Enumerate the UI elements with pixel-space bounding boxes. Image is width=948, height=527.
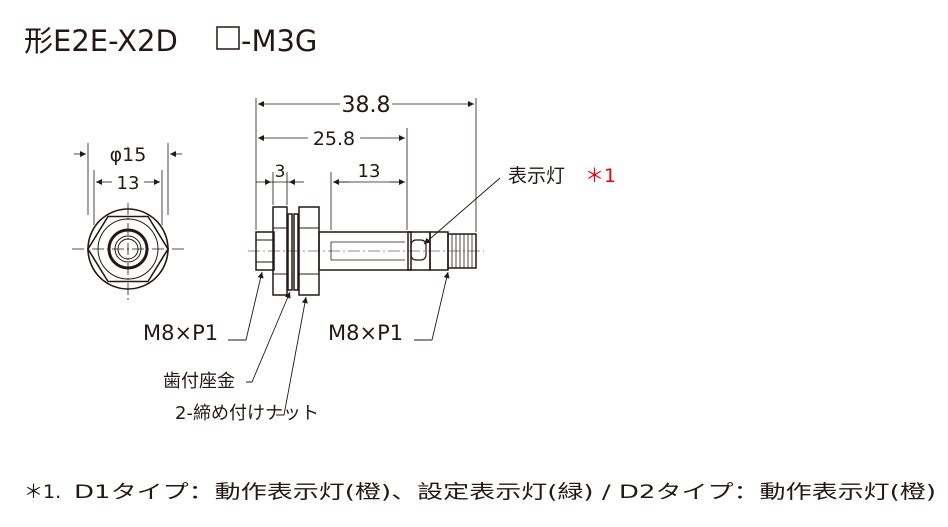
- footnote-text: D1タイプ：動作表示灯(橙)、設定表示灯(緑) / D2タイプ：動作表示灯(橙): [74, 481, 936, 503]
- callout-lock-nuts: 2-締め付けナット: [175, 403, 319, 424]
- dim-across-flats: 13: [117, 173, 140, 194]
- callouts: 表示灯 ＊1 M8×P1 M8×P1 歯付座金 2-締め付けナット: [143, 165, 616, 424]
- callout-indicator-note-mark: ＊1: [585, 165, 616, 187]
- title-model-b: -M3G: [241, 24, 317, 58]
- model-blank-box: [216, 26, 240, 50]
- dim-sensor-length: 25.8: [313, 128, 355, 150]
- front-view: φ15 13: [72, 143, 185, 300]
- hex-nut-outline: [87, 215, 169, 283]
- callout-toothed-washer: 歯付座金: [163, 371, 235, 392]
- title-model-a: E2E-X2D: [53, 24, 178, 58]
- dim-nut-width: 3: [275, 162, 286, 182]
- footnote-mark: ＊1.: [24, 481, 61, 503]
- dim-thread-length: 13: [358, 161, 381, 182]
- model-title: 形E2E-X2D -M3G: [24, 24, 317, 58]
- title-prefix: 形: [24, 24, 53, 58]
- callout-thread-front: M8×P1: [143, 321, 218, 345]
- dim-overall-length: 38.8: [342, 93, 391, 118]
- svg-text:形E2E-X2D: 形E2E-X2D: [24, 24, 178, 58]
- dim-outer-diameter: φ15: [110, 144, 147, 166]
- callout-indicator-lamp: 表示灯: [508, 165, 565, 187]
- side-view: [248, 206, 484, 296]
- footnote: ＊1. D1タイプ：動作表示灯(橙)、設定表示灯(緑) / D2タイプ：動作表示…: [24, 481, 936, 503]
- indicator-window: [410, 239, 427, 261]
- callout-thread-connector: M8×P1: [328, 321, 403, 345]
- side-dimensions: 38.8 25.8 3 13: [255, 93, 477, 232]
